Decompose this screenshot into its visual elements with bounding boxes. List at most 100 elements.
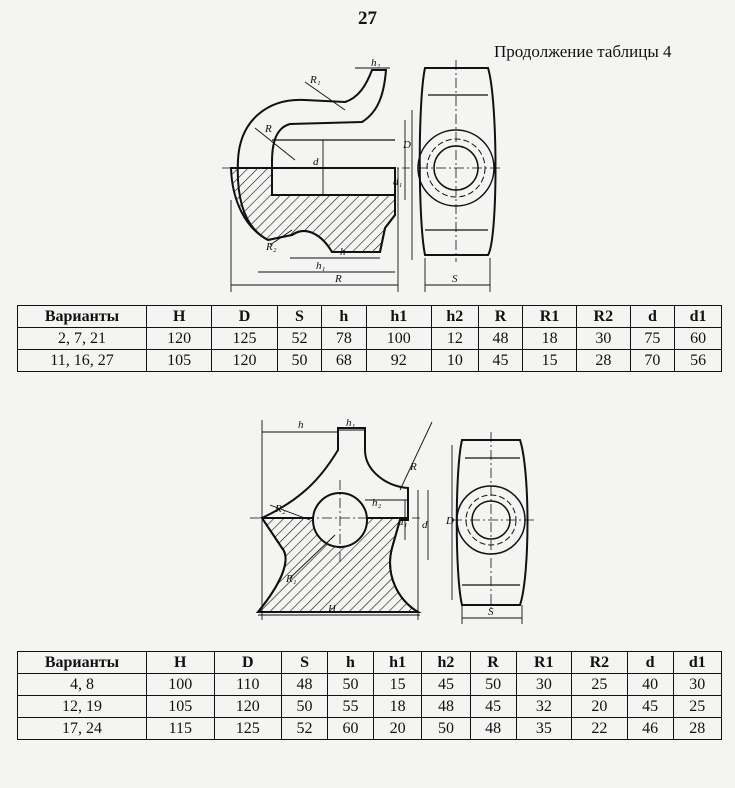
table-cell: 56 xyxy=(674,349,722,372)
table-cell: 55 xyxy=(326,695,374,718)
label-h1: h₁ xyxy=(346,417,356,429)
figure-2-front-view xyxy=(250,420,433,620)
table-cell: 105 xyxy=(145,349,213,372)
table-cell: 17, 24 xyxy=(17,717,147,740)
header-cell: Варианты xyxy=(17,651,147,674)
table-cell: 48 xyxy=(469,717,517,740)
figure-1-side-view xyxy=(417,60,500,292)
table-cell: 50 xyxy=(276,349,323,372)
table-cell: 20 xyxy=(571,695,628,718)
label-R: R xyxy=(264,123,272,135)
table-cell: 40 xyxy=(626,673,674,696)
table-cell: 120 xyxy=(213,695,283,718)
table-cell: 15 xyxy=(372,673,423,696)
table-cell: 35 xyxy=(515,717,573,740)
figure-2-labels: h h₁ R R₂ h₂ d₁ d D R₁ H S xyxy=(274,417,494,618)
label-d: d xyxy=(422,519,428,531)
table-cell: 30 xyxy=(575,327,631,350)
table-cell: 50 xyxy=(469,673,517,696)
table-cell: 68 xyxy=(321,349,367,372)
header-cell: Варианты xyxy=(17,305,147,328)
header-cell: d xyxy=(626,651,674,674)
table-cell: 100 xyxy=(146,673,215,696)
parameters-table-1: Варианты H D S h h1 h2 R R1 R2 d d1 2, 7… xyxy=(17,305,722,372)
table-cell: 4, 8 xyxy=(17,673,147,696)
header-cell: R xyxy=(477,305,524,328)
table-cell: 45 xyxy=(626,695,674,718)
label-d: d xyxy=(313,156,319,168)
label-R: R xyxy=(409,461,417,473)
table-cell: 60 xyxy=(326,717,374,740)
header-cell: D xyxy=(213,651,283,674)
table-cell: 30 xyxy=(515,673,573,696)
label-h: h xyxy=(298,419,304,431)
label-D: D xyxy=(445,515,454,527)
table-caption: Продолжение таблицы 4 xyxy=(494,42,672,61)
table-cell: 120 xyxy=(211,349,278,372)
table-cell: 30 xyxy=(672,673,723,696)
table-cell: 52 xyxy=(276,327,323,350)
label-S: S xyxy=(488,606,494,618)
table-cell: 50 xyxy=(326,673,374,696)
table-row: 12, 19 105 120 50 55 18 48 45 32 20 45 2… xyxy=(17,695,723,718)
table-cell: 92 xyxy=(365,349,432,372)
table-cell: 18 xyxy=(522,327,577,350)
header-cell: d1 xyxy=(674,305,722,328)
page-number: 27 xyxy=(358,8,377,29)
table-cell: 125 xyxy=(211,327,278,350)
header-cell: R1 xyxy=(522,305,577,328)
header-cell: S xyxy=(276,305,323,328)
table-cell: 45 xyxy=(469,695,517,718)
table-cell: 25 xyxy=(672,695,723,718)
label-R1: R₁ xyxy=(309,74,321,86)
header-cell: h1 xyxy=(372,651,423,674)
label-R2: R₂ xyxy=(265,241,277,253)
table-header-row: Варианты H D S h h1 h2 R R1 R2 d d1 xyxy=(17,305,722,328)
header-cell: H xyxy=(146,651,215,674)
table-cell: 28 xyxy=(575,349,631,372)
table-cell: 11, 16, 27 xyxy=(17,349,147,372)
label-h2: h₂ xyxy=(371,57,381,69)
table-cell: 100 xyxy=(365,327,432,350)
table-cell: 20 xyxy=(372,717,423,740)
label-h1: h₁ xyxy=(316,260,326,272)
table-cell: 115 xyxy=(146,717,215,740)
label-R1: R₁ xyxy=(285,573,297,585)
table-cell: 50 xyxy=(421,717,471,740)
header-cell: h xyxy=(326,651,374,674)
table-cell: 70 xyxy=(629,349,676,372)
figure-1-front-view xyxy=(222,67,413,292)
table-cell: 120 xyxy=(145,327,213,350)
header-cell: H xyxy=(145,305,213,328)
header-cell: D xyxy=(211,305,278,328)
header-cell: R2 xyxy=(575,305,631,328)
label-d1: d₁ xyxy=(398,516,408,528)
table-cell: 125 xyxy=(213,717,283,740)
table-cell: 28 xyxy=(672,717,723,740)
header-cell: R xyxy=(469,651,517,674)
table-cell: 32 xyxy=(515,695,573,718)
table-cell: 50 xyxy=(281,695,328,718)
label-h2: h₂ xyxy=(372,497,382,509)
table-row: 2, 7, 21 120 125 52 78 100 12 48 18 30 7… xyxy=(17,327,722,350)
label-h: h xyxy=(340,246,346,258)
table-cell: 22 xyxy=(571,717,628,740)
table-header-row: Варианты H D S h h1 h2 R R1 R2 d d1 xyxy=(17,651,723,674)
label-D: D xyxy=(402,139,411,151)
label-d1: d₁ xyxy=(393,176,403,188)
table-cell: 12 xyxy=(430,327,479,350)
table-cell: 52 xyxy=(281,717,328,740)
header-cell: d1 xyxy=(672,651,723,674)
table-cell: 18 xyxy=(372,695,423,718)
label-R2: R₂ xyxy=(274,503,286,515)
table-row: 17, 24 115 125 52 60 20 50 48 35 22 46 2… xyxy=(17,717,723,740)
table-row: 11, 16, 27 105 120 50 68 92 10 45 15 28 … xyxy=(17,349,722,372)
label-H: H xyxy=(327,603,337,615)
figure-2-side-view xyxy=(451,432,535,624)
table-cell: 46 xyxy=(626,717,674,740)
table-cell: 12, 19 xyxy=(17,695,147,718)
parameters-table-2: Варианты H D S h h1 h2 R R1 R2 d d1 4, 8… xyxy=(17,651,723,740)
figure-1-labels: h₂ R₁ R D d d₁ R₂ h h₁ R S xyxy=(264,57,458,285)
table-cell: 2, 7, 21 xyxy=(17,327,147,350)
header-cell: h2 xyxy=(421,651,471,674)
